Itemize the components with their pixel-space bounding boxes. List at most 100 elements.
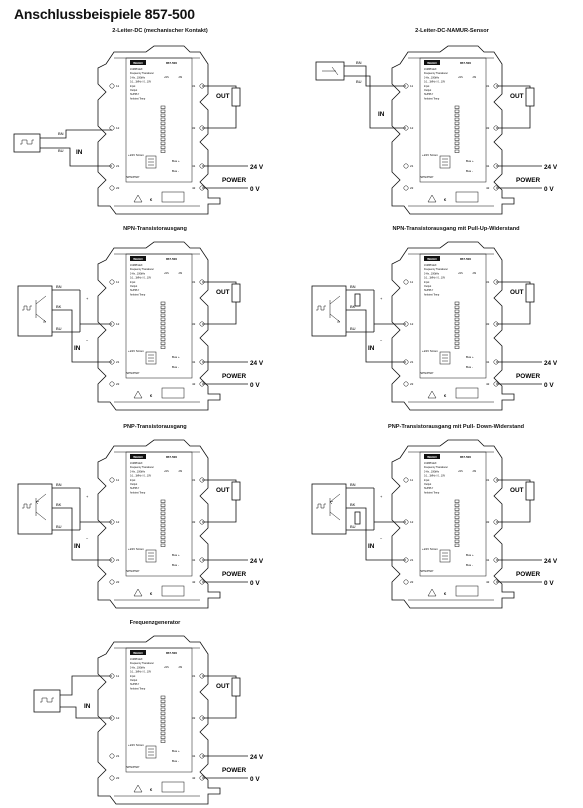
terminal-label: 31 xyxy=(486,478,490,482)
terminal-label: 12 xyxy=(116,322,120,326)
led-segment xyxy=(160,535,166,539)
led-segment xyxy=(454,113,460,117)
led-segment xyxy=(454,325,460,329)
ce-mark-icon: € xyxy=(444,591,447,596)
in-label: IN xyxy=(74,543,81,550)
led-segment xyxy=(160,133,166,137)
mark-npn-pnp: NPN/PNP xyxy=(126,175,139,179)
module-outline xyxy=(391,241,515,411)
led-segment xyxy=(454,121,460,125)
wire-bn-label: BN xyxy=(56,482,62,487)
warning-icon xyxy=(427,390,437,399)
led-segment xyxy=(454,317,460,321)
spec-line: 0 Hz...100kHz xyxy=(130,272,146,275)
module-outline xyxy=(97,241,221,411)
mark-npn-pnp: NPN/PNP xyxy=(420,371,433,375)
supply-0v-label: 0 V xyxy=(250,186,260,193)
mark-bus-plus: Bus + xyxy=(172,553,180,557)
out-wire-top xyxy=(202,675,237,678)
led-segment xyxy=(454,539,460,543)
wire-bu-label: BU xyxy=(356,79,362,84)
terminal-label: 42 xyxy=(192,776,196,780)
contact-sensor xyxy=(13,133,41,153)
brand-logo xyxy=(424,256,440,261)
mark-plus24: +24V Strom xyxy=(128,743,144,747)
supply-0v-label: 0 V xyxy=(544,580,554,587)
polarity-plus: + xyxy=(380,296,383,301)
terminal-label: 22 xyxy=(116,382,120,386)
led-segment xyxy=(454,507,460,511)
led-segment xyxy=(160,321,166,325)
wire-bn-label: BN xyxy=(58,131,64,136)
led-segment xyxy=(160,543,166,547)
spec-line: Ambient Temp xyxy=(130,293,146,296)
terminal-label: 42 xyxy=(486,382,490,386)
out-label: OUT xyxy=(216,289,230,296)
module-front-plate xyxy=(419,253,487,379)
spec-line: 0,1...1MHz / 0...10V xyxy=(130,671,152,674)
mark-bus-plus: Bus + xyxy=(466,159,474,163)
load-resistor xyxy=(231,481,241,501)
mark-bus-plus: Bus + xyxy=(172,355,180,359)
led-segment xyxy=(160,117,166,121)
wire-bu-label: BU xyxy=(350,524,356,529)
dip-switch xyxy=(145,351,157,365)
led-segment xyxy=(454,129,460,133)
spec-line: 0 Hz...100kHz xyxy=(424,470,440,473)
transistor-sensor xyxy=(17,285,53,337)
led-segment xyxy=(160,527,166,531)
terminal-label: 11 xyxy=(410,478,413,482)
brand-name: WAGO xyxy=(427,257,437,261)
mark-minus-ns: -NS xyxy=(178,666,183,669)
terminal-label: 12 xyxy=(410,126,414,130)
terminal-label: 22 xyxy=(116,776,120,780)
terminal-label: 31 xyxy=(192,674,196,678)
mark-bus-plus: Bus + xyxy=(466,553,474,557)
spec-line: SUPPLY xyxy=(130,93,140,96)
spec-line: Input xyxy=(130,281,136,284)
spec-line: Frequency Transducer xyxy=(130,268,154,271)
wire-bn-label: BN xyxy=(356,60,362,65)
led-segment xyxy=(160,137,166,141)
mark-minus-ns: -NS xyxy=(472,76,477,79)
wire-bk-label: BK xyxy=(350,502,356,507)
warning-icon xyxy=(133,194,143,203)
led-segment xyxy=(160,707,166,711)
led-segment xyxy=(160,121,166,125)
transistor-arrow xyxy=(337,319,341,323)
in-label: IN xyxy=(76,149,83,156)
spec-line: JUMPFLEX xyxy=(130,68,143,71)
terminal-label: 12 xyxy=(410,322,414,326)
led-segment xyxy=(160,739,166,743)
led-segment xyxy=(454,301,460,305)
mark-npn-pnp: NPN/PNP xyxy=(420,175,433,179)
in-label: IN xyxy=(378,111,385,118)
terminal xyxy=(109,775,115,781)
dip-switch xyxy=(145,549,157,563)
spec-line: SUPPLY xyxy=(130,289,140,292)
spec-line: JUMPFLEX xyxy=(130,658,143,661)
brand-logo xyxy=(130,256,146,261)
terminal xyxy=(403,579,409,585)
led-segment xyxy=(160,145,166,149)
module-front-plate xyxy=(125,253,193,379)
brand-name: WAGO xyxy=(427,455,437,459)
module-outline xyxy=(391,439,515,609)
led-segment xyxy=(454,309,460,313)
spec-line: 0 Hz...100kHz xyxy=(424,76,440,79)
out-wire-bottom xyxy=(202,302,237,325)
out-wire-bottom xyxy=(496,302,531,325)
led-segment xyxy=(160,703,166,707)
led-segment xyxy=(160,301,166,305)
terminal-label: 41 xyxy=(486,164,490,168)
terminal-label: 12 xyxy=(116,716,120,720)
terminal xyxy=(109,185,115,191)
terminal-label: 42 xyxy=(486,186,490,190)
brand-name: WAGO xyxy=(133,61,143,65)
model-number: 857-500 xyxy=(460,257,471,261)
spec-line: JUMPFLEX xyxy=(130,264,143,267)
supply-0v-label: 0 V xyxy=(250,580,260,587)
transistor-symbol xyxy=(329,493,341,521)
spec-line: JUMPFLEX xyxy=(130,462,143,465)
